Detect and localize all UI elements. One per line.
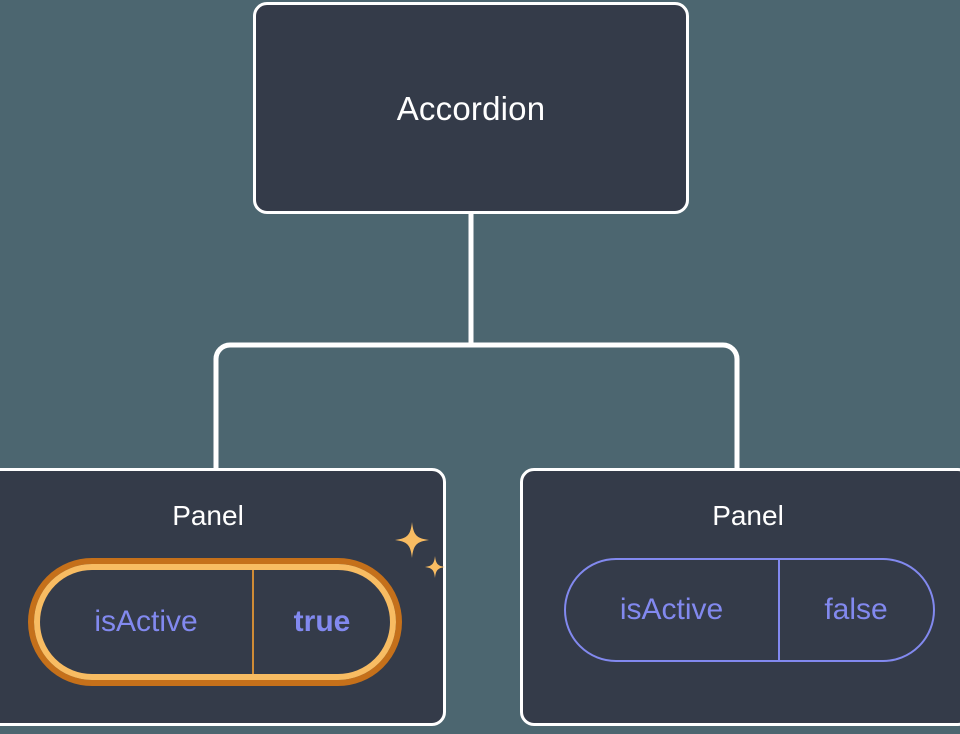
prop-pill-right-wrapper: isActive false (563, 558, 935, 662)
node-panel-right[interactable]: Panel isActive false (520, 468, 960, 726)
node-accordion[interactable]: Accordion (253, 2, 689, 214)
prop-value-isactive-right: false (777, 560, 933, 660)
prop-key-isactive-right: isActive (619, 593, 724, 626)
node-panel-left[interactable]: Panel isActive true (0, 468, 446, 726)
prop-pill-isactive-false[interactable]: isActive false (563, 558, 935, 662)
prop-pill-isactive-true[interactable]: isActive true (28, 558, 402, 686)
prop-pill-left-wrapper: isActive true (28, 522, 445, 686)
connector-branch-bar (213, 342, 740, 470)
prop-key-isactive-left: isActive (94, 605, 198, 638)
node-panel-left-title: Panel (172, 500, 244, 531)
node-accordion-title: Accordion (396, 89, 546, 127)
sparkles-icon (395, 522, 445, 578)
prop-pill-inner-ring: isActive true (34, 564, 396, 680)
prop-value-isactive-left: true (252, 570, 390, 674)
node-panel-right-title: Panel (712, 500, 784, 531)
